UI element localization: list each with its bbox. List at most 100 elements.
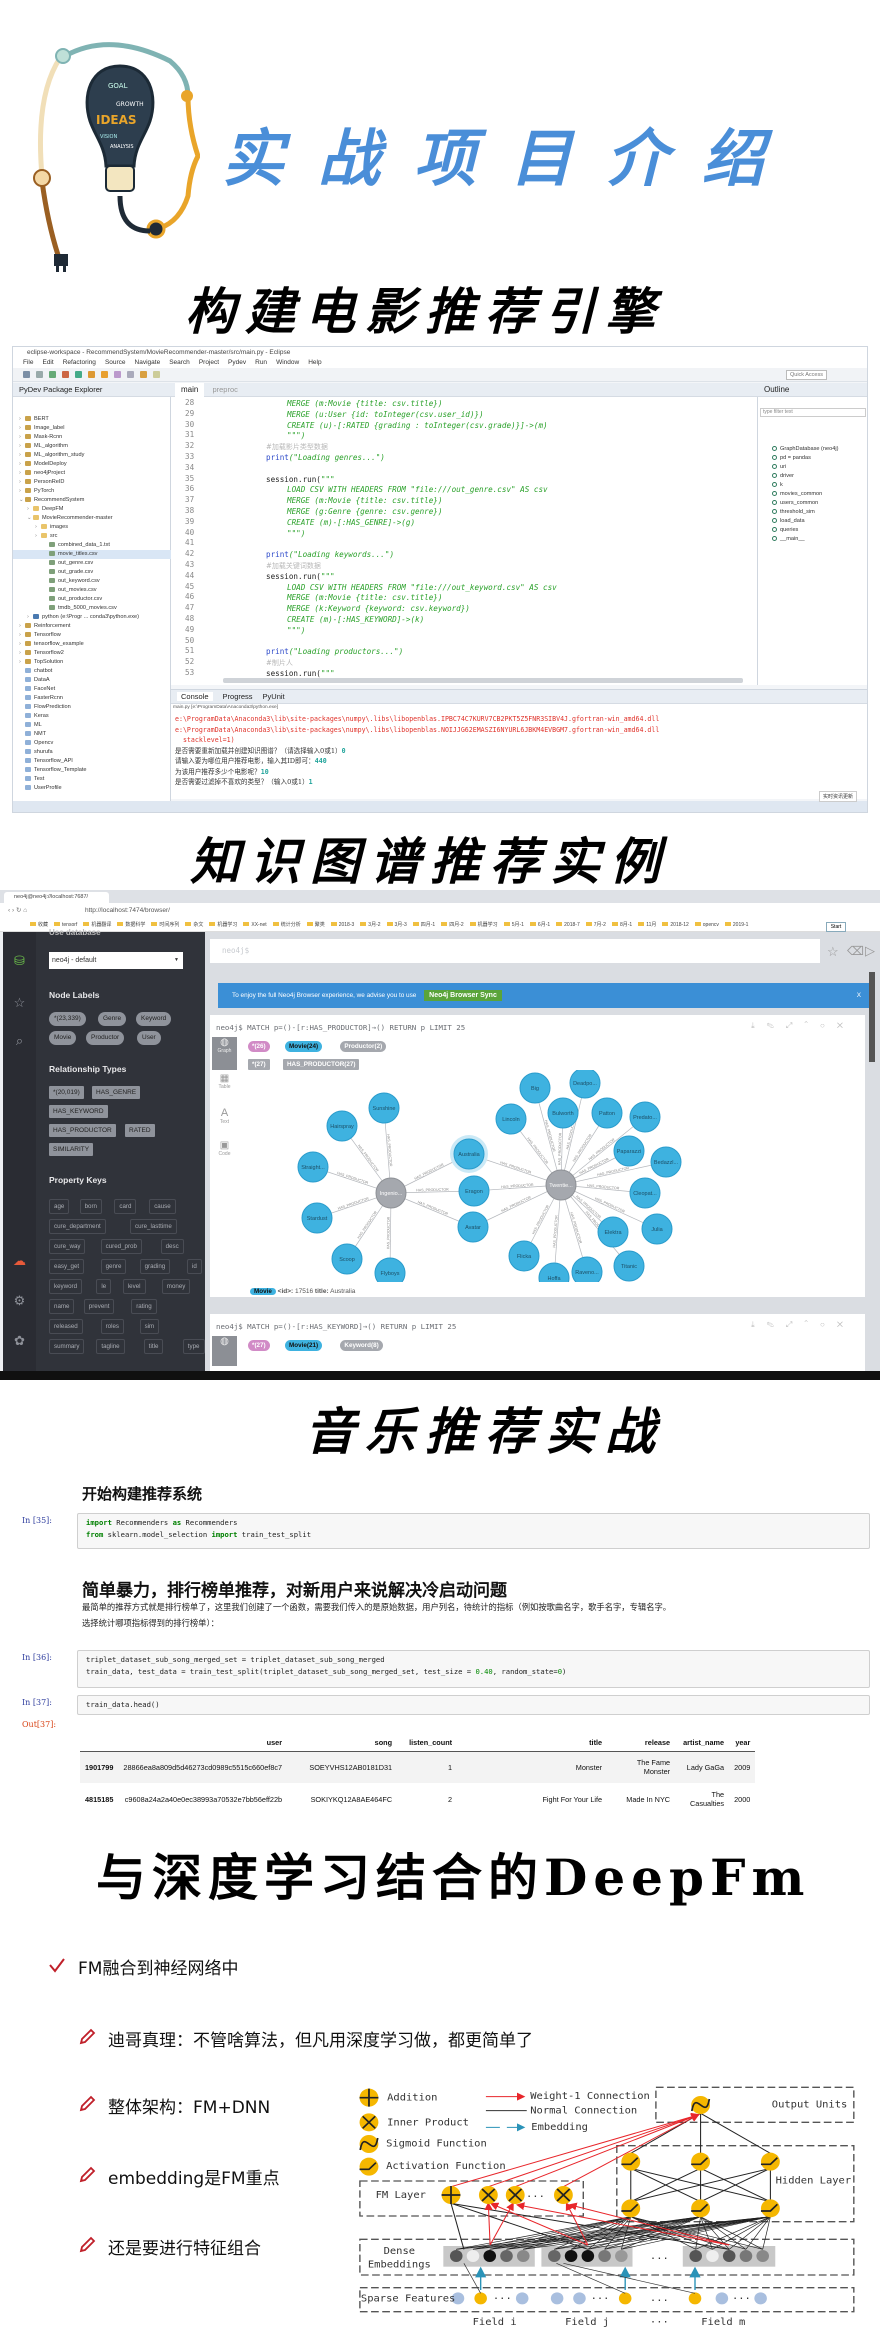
bookmark[interactable]: XX-net (243, 918, 266, 931)
side-tab-graph[interactable]: ◍ (212, 1336, 237, 1366)
database-icon[interactable]: ⛁ (14, 953, 25, 968)
outline-item[interactable]: pd = pandas (772, 454, 811, 463)
toolbar-button-icon[interactable] (23, 371, 30, 378)
tree-item[interactable]: out_genre.csv (13, 559, 171, 568)
menu-pydev[interactable]: Pydev (228, 359, 247, 366)
database-select[interactable]: neo4j - default▼ (49, 952, 183, 969)
side-tab-graph[interactable]: ◍Graph (212, 1037, 237, 1070)
bookmark[interactable]: 2018-3 (331, 918, 355, 931)
node-label-pill[interactable]: *(23,339) (49, 1012, 86, 1026)
tree-item[interactable]: ›BERT (13, 415, 171, 424)
tree-item[interactable]: ›python (e:\Progr ... conda3\python.exe) (13, 613, 171, 622)
tree-item[interactable]: ›src (13, 532, 171, 541)
tree-item[interactable]: out_keyword.csv (13, 577, 171, 586)
tree-item[interactable]: ⌄MovieRecommender-master (13, 514, 171, 523)
tree-item[interactable]: ›TopSolution (13, 658, 171, 667)
bookmark[interactable]: 聚类 (307, 918, 325, 931)
relationship-legend-pill[interactable]: HAS_PRODUCTOR(27) (283, 1059, 360, 1070)
neo4j-logo-icon[interactable]: ✿ (14, 1333, 25, 1348)
property-key-pill[interactable]: card (114, 1199, 137, 1214)
legend-pill[interactable]: *(26) (248, 1041, 270, 1052)
bookmark[interactable]: 杂文 (185, 918, 203, 931)
property-key-pill[interactable]: prevent (83, 1299, 115, 1314)
bookmark[interactable]: 2019-1 (725, 918, 749, 931)
menu-source[interactable]: Source (104, 359, 126, 366)
tree-item[interactable]: ›Mask-Rcnn (13, 433, 171, 442)
property-key-pill[interactable]: cure_department (49, 1219, 106, 1234)
toolbar-button-icon[interactable] (101, 371, 108, 378)
frame-actions-icons[interactable]: ⤓✎⤢⌃○✕ (751, 1021, 855, 1030)
node-label-pill[interactable]: Genre (98, 1012, 127, 1026)
node-label-pill[interactable]: User (137, 1031, 161, 1045)
tree-item[interactable]: Opencv (13, 739, 171, 748)
bookmark[interactable]: 机器学习 (209, 918, 237, 931)
node-label-pill[interactable]: Keyword (136, 1012, 172, 1026)
cypher-editor-input[interactable]: neo4j$ (210, 939, 820, 963)
property-key-pill[interactable]: id (187, 1259, 202, 1274)
property-key-pill[interactable]: type (182, 1339, 205, 1354)
property-key-pill[interactable]: level (122, 1279, 146, 1294)
bookmark[interactable]: 3月-2 (360, 918, 380, 931)
console-tab-pyunit[interactable]: PyUnit (262, 692, 285, 701)
property-key-pill[interactable]: desc (160, 1239, 184, 1254)
outline-item[interactable]: driver (772, 472, 794, 481)
outline-item[interactable]: users_common (772, 499, 818, 508)
property-key-pill[interactable]: name (49, 1299, 75, 1314)
relationship-legend-pill[interactable]: *(27) (248, 1059, 270, 1070)
toolbar-button-icon[interactable] (88, 371, 95, 378)
browser-sync-button[interactable]: Neo4j Browser Sync (424, 990, 502, 1001)
property-key-pill[interactable]: title (143, 1339, 164, 1354)
outline-item[interactable]: movies_common (772, 490, 822, 499)
favorite-star-icon[interactable]: ☆ (827, 944, 839, 959)
menu-window[interactable]: Window (276, 359, 300, 366)
tree-item[interactable]: ›PersonReID (13, 478, 171, 487)
node-label-pill[interactable]: Productor (86, 1031, 125, 1045)
menu-navigate[interactable]: Navigate (134, 359, 161, 366)
bookmark[interactable]: 统计分析 (273, 918, 301, 931)
outline-item[interactable]: GraphDatabase (neo4j) (772, 445, 838, 454)
property-key-pill[interactable]: cured_prob (100, 1239, 142, 1254)
tree-item[interactable]: ›DeepFM (13, 505, 171, 514)
bookmark[interactable]: 2018-7 (556, 918, 580, 931)
outline-item[interactable]: k (772, 481, 783, 490)
bookmark[interactable]: 机器翻译 (83, 918, 111, 931)
tree-item[interactable]: ›ModelDeploy (13, 460, 171, 469)
property-key-pill[interactable]: rating (131, 1299, 157, 1314)
relationship-type-pill[interactable]: RATED (125, 1124, 155, 1137)
property-key-pill[interactable]: cure_way (49, 1239, 86, 1254)
tree-item[interactable]: ›tensorflow_example (13, 640, 171, 649)
relationship-type-pill[interactable]: *(20,019) (49, 1086, 84, 1099)
toolbar-button-icon[interactable] (62, 371, 69, 378)
search-docs-icon[interactable]: ⌕ (15, 1033, 24, 1048)
property-key-pill[interactable]: cause (149, 1199, 176, 1214)
bookmark[interactable]: 5月-1 (504, 918, 524, 931)
tab-main[interactable]: main (175, 383, 205, 397)
tree-item[interactable]: shurufa (13, 748, 171, 757)
frame-query[interactable]: neo4j$ MATCH p=()-[r:HAS_PRODUCTOR]→() R… (216, 1023, 466, 1032)
menu-file[interactable]: File (23, 359, 34, 366)
side-tab-table[interactable]: ▦Table (212, 1073, 237, 1103)
tree-item[interactable]: ML (13, 721, 171, 730)
relationship-type-pill[interactable]: HAS_KEYWORD (49, 1105, 108, 1118)
property-key-pill[interactable]: summary (49, 1339, 85, 1354)
menu-edit[interactable]: Edit (42, 359, 54, 366)
toolbar-button-icon[interactable] (114, 371, 121, 378)
tree-item[interactable]: movie_titles.csv (13, 550, 171, 559)
property-key-pill[interactable]: le (96, 1279, 112, 1294)
bookmark[interactable]: 时间序列 (151, 918, 179, 931)
frame-query[interactable]: neo4j$ MATCH p=()-[r:HAS_KEYWORD]→() RET… (216, 1322, 457, 1331)
bookmark[interactable]: tensorf (54, 918, 77, 931)
relationship-type-pill[interactable]: SIMILARITY (49, 1143, 94, 1156)
property-key-pill[interactable]: age (49, 1199, 70, 1214)
tree-item[interactable]: tmdb_5000_movies.csv (13, 604, 171, 613)
tree-item[interactable]: ›ML_algorithm (13, 442, 171, 451)
cloud-off-icon[interactable]: ☁ (13, 1253, 26, 1268)
tree-item[interactable]: Test (13, 775, 171, 784)
property-key-pill[interactable]: released (49, 1319, 83, 1334)
clear-editor-icon[interactable]: ⌫ (847, 944, 864, 958)
tree-item[interactable]: ›images (13, 523, 171, 532)
bookmark[interactable]: 3月-3 (387, 918, 407, 931)
tree-item[interactable]: FasterRcnn (13, 694, 171, 703)
menu-search[interactable]: Search (169, 359, 190, 366)
tree-item[interactable]: Keras (13, 712, 171, 721)
